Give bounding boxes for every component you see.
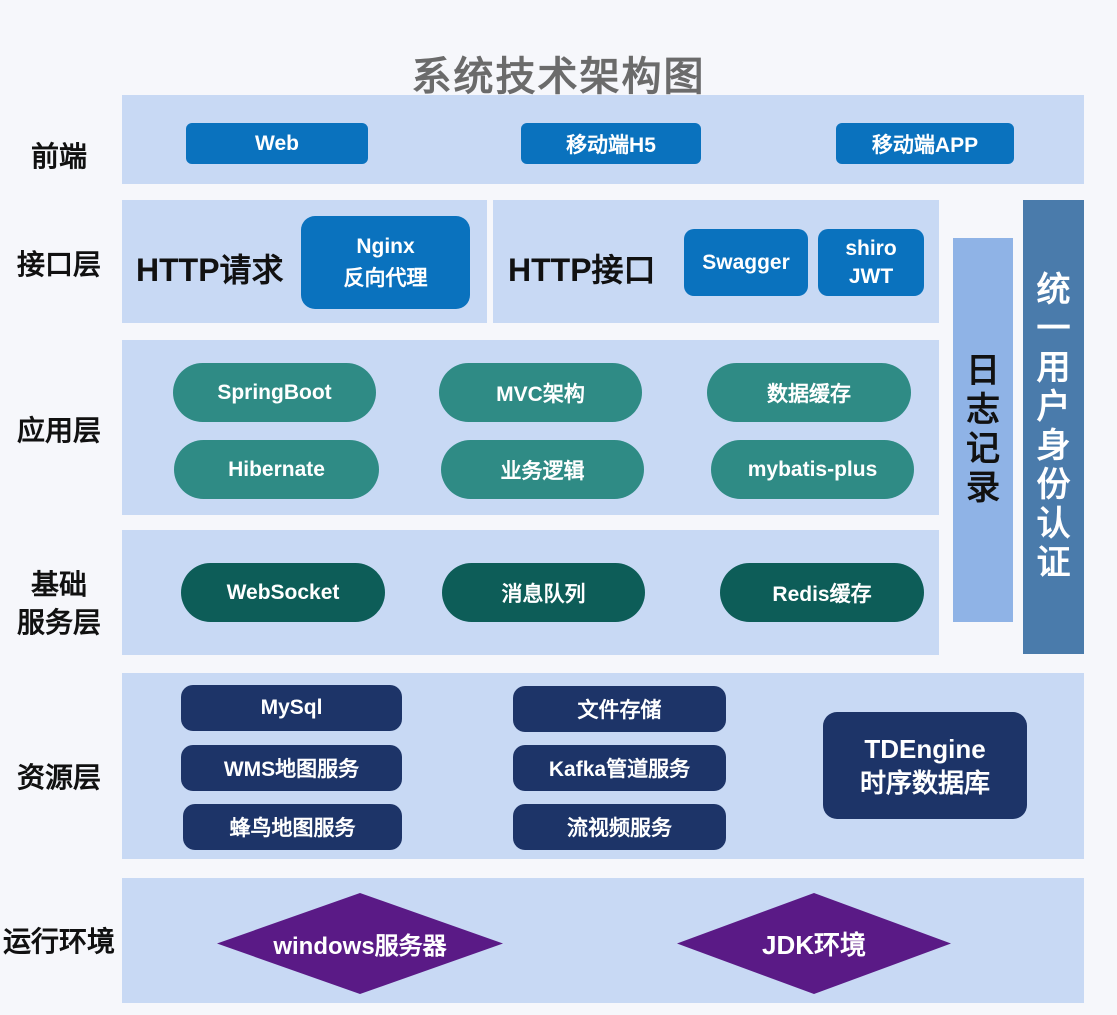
layer-label-base-service-line2: 服务层 [16, 607, 101, 638]
layer-label-application: 应用层 [16, 415, 101, 446]
auth-bar: 统 一 用 户 身 份 认 证 [1023, 200, 1084, 654]
mobile-app-button[interactable]: 移动端APP [836, 123, 1014, 164]
diagram-title: 系统技术架构图 [411, 55, 706, 99]
log-char: 日 [966, 351, 1000, 390]
websocket-pill[interactable]: WebSocket [181, 563, 385, 622]
redis-cache-pill[interactable]: Redis缓存 [720, 563, 924, 622]
web-button[interactable]: Web [186, 123, 368, 164]
log-char: 志 [966, 390, 1000, 429]
tdengine-label: TDEngine [864, 733, 986, 764]
log-char: 记 [966, 430, 1000, 468]
mvc-pill[interactable]: MVC架构 [439, 363, 642, 422]
layer-label-interface: 接口层 [16, 249, 101, 280]
layer-label-resource: 资源层 [16, 762, 101, 793]
message-queue-pill[interactable]: 消息队列 [442, 563, 645, 622]
jdk-env-diamond[interactable]: JDK环境 [677, 893, 951, 994]
jwt-label: JWT [848, 264, 894, 288]
diamond-shape [217, 893, 503, 994]
shiro-label: shiro [845, 236, 897, 260]
hibernate-pill[interactable]: Hibernate [174, 440, 379, 499]
auth-char: 一 [1036, 309, 1071, 348]
wms-map-box[interactable]: WMS地图服务 [181, 745, 402, 791]
auth-char: 认 [1036, 505, 1071, 544]
auth-char: 份 [1036, 466, 1071, 505]
mysql-box[interactable]: MySql [181, 685, 402, 731]
shiro-jwt-box[interactable]: shiro JWT [818, 229, 924, 296]
layer-label-base-service-line1: 基础 [30, 569, 87, 600]
nginx-label: Nginx [356, 234, 415, 258]
springboot-pill[interactable]: SpringBoot [173, 363, 376, 422]
layer-label-frontend: 前端 [30, 141, 87, 172]
auth-char: 证 [1036, 544, 1071, 583]
file-storage-box[interactable]: 文件存储 [513, 686, 726, 732]
tdengine-box[interactable]: TDEngine 时序数据库 [823, 712, 1027, 819]
http-interface-label: HTTP接口 [508, 252, 656, 288]
windows-server-label: windows服务器 [273, 933, 447, 960]
windows-server-diamond[interactable]: windows服务器 [217, 893, 503, 994]
kafka-box[interactable]: Kafka管道服务 [513, 745, 726, 791]
diamond-shape [677, 893, 951, 994]
business-logic-pill[interactable]: 业务逻辑 [441, 440, 644, 499]
layer-label-runtime: 运行环境 [2, 926, 115, 957]
auth-char: 统 [1036, 270, 1071, 309]
data-cache-pill[interactable]: 数据缓存 [707, 363, 911, 422]
layer-label-base-service: 基础 服务层 [0, 566, 118, 642]
mobile-h5-button[interactable]: 移动端H5 [521, 123, 701, 164]
auth-char: 用 [1036, 348, 1071, 387]
auth-char: 户 [1036, 387, 1071, 426]
stream-video-box[interactable]: 流视频服务 [513, 804, 726, 850]
log-bar: 日 志 记 录 [953, 238, 1013, 622]
auth-char: 身 [1036, 427, 1071, 465]
fengniao-map-box[interactable]: 蜂鸟地图服务 [183, 804, 402, 850]
jdk-env-label: JDK环境 [761, 930, 866, 960]
mybatis-plus-pill[interactable]: mybatis-plus [711, 440, 914, 499]
reverse-proxy-label: 反向代理 [343, 266, 428, 290]
nginx-box[interactable]: Nginx 反向代理 [301, 216, 470, 309]
swagger-box[interactable]: Swagger [684, 229, 808, 296]
tsdb-label: 时序数据库 [859, 767, 990, 798]
log-char: 录 [966, 469, 1000, 508]
http-request-label: HTTP请求 [136, 252, 284, 288]
